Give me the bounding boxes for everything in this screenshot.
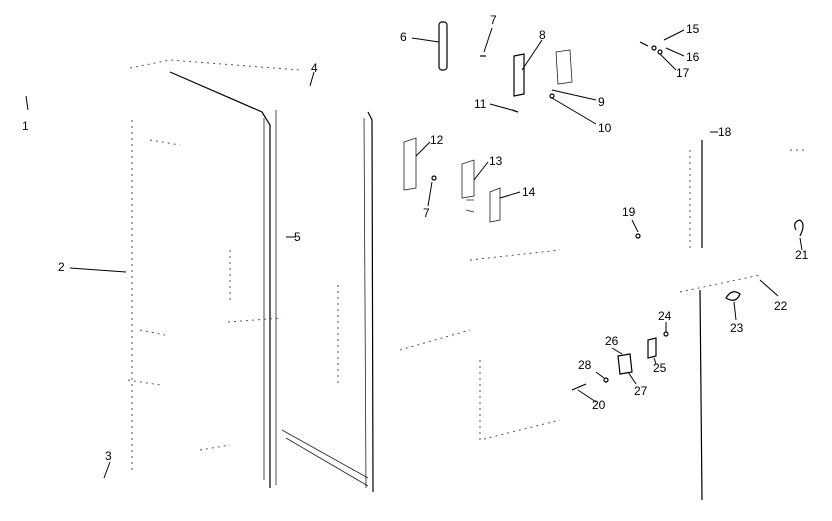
callout-8: 8 (539, 28, 546, 42)
latch-assembly (571, 322, 669, 403)
callout-2: 2 (58, 260, 65, 274)
callout-22: 22 (774, 299, 788, 313)
door-liner (169, 71, 277, 488)
door-brackets (403, 137, 521, 223)
cabinet-right (399, 140, 808, 501)
screw (480, 27, 493, 57)
callout-15: 15 (686, 22, 700, 36)
callout-6: 6 (400, 30, 407, 44)
pin (489, 103, 519, 113)
callout-7-mid: 7 (423, 206, 430, 220)
callout-19: 19 (622, 205, 636, 219)
door-handle (411, 21, 448, 71)
callout-20: 20 (592, 398, 606, 412)
callout-1: 1 (22, 119, 29, 133)
callout-13: 13 (489, 154, 503, 168)
callout-16: 16 (686, 50, 700, 64)
callout-17: 17 (676, 66, 690, 80)
callout-24: 24 (658, 309, 672, 323)
callout-3: 3 (105, 449, 112, 463)
callout-4: 4 (311, 61, 318, 75)
part-19 (631, 219, 641, 239)
callout-7-top: 7 (490, 13, 497, 27)
hinge (513, 39, 543, 97)
callout-14: 14 (522, 185, 536, 199)
callout-26: 26 (605, 334, 619, 348)
callout-10: 10 (598, 121, 612, 135)
callout-27: 27 (634, 384, 648, 398)
callout-9: 9 (598, 95, 605, 109)
callout-28: 28 (578, 358, 592, 372)
callout-5: 5 (294, 230, 301, 244)
callout-21: 21 (795, 248, 809, 262)
callout-11: 11 (474, 97, 487, 111)
cabinet-body (127, 59, 301, 470)
callout-18: 18 (718, 125, 732, 139)
door-panel (227, 111, 374, 493)
callout-25: 25 (653, 361, 667, 375)
callout-12: 12 (430, 133, 444, 147)
hinge-pin-assembly (639, 29, 685, 71)
clip (794, 219, 804, 251)
bracket (549, 49, 597, 125)
callout-23: 23 (730, 321, 744, 335)
leaders-left (25, 71, 315, 479)
cam-assembly (725, 279, 779, 321)
